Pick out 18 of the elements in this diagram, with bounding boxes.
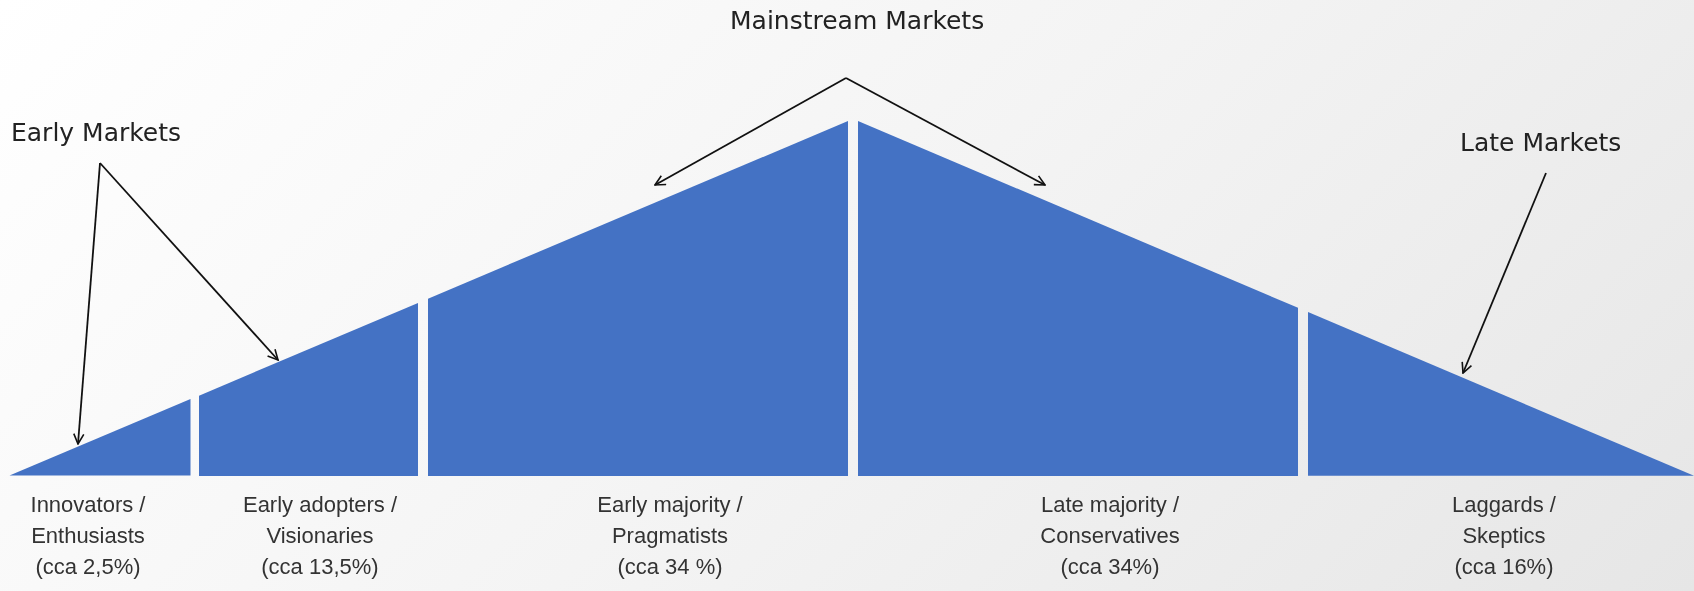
segment-name: Innovators / Enthusiasts — [29, 491, 147, 550]
arrow — [654, 77, 847, 186]
percentage-label: (cca 16%) — [1453, 553, 1555, 581]
segment-name: Late majority / Conservatives — [1039, 491, 1181, 550]
market-label: Early Markets — [11, 118, 182, 147]
segment-name: Laggards / Skeptics — [1451, 491, 1557, 550]
market-label: Mainstream Markets — [730, 6, 985, 35]
percentage-label: (cca 13,5%) — [260, 553, 380, 581]
percentage-label: (cca 34 %) — [616, 553, 724, 581]
percentage-label: (cca 2,5%) — [34, 553, 142, 581]
arrow — [73, 162, 101, 445]
segment-name: Early majority / Pragmatists — [596, 491, 744, 550]
arrow — [1461, 172, 1547, 374]
arrow — [845, 77, 1046, 186]
market-label: Late Markets — [1460, 128, 1622, 157]
arrow — [99, 162, 279, 361]
percentage-label: (cca 34%) — [1059, 553, 1161, 581]
segment-name: Early adopters / Visionaries — [241, 491, 399, 550]
